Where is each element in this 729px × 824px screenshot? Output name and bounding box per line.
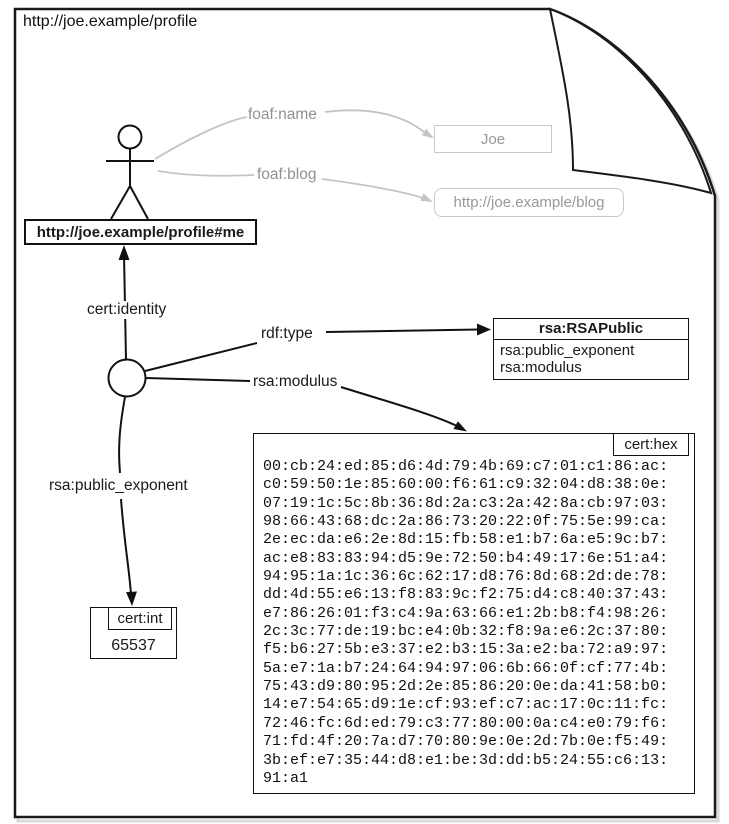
document-uri-label: http://joe.example/profile [23, 13, 198, 30]
rsa-class-title: rsa:RSAPublic [494, 319, 688, 340]
foaf-name-arrowhead-icon [421, 128, 434, 139]
cert-int-datatype-tag: cert:int [108, 607, 172, 630]
cert-hex-datatype-tag: cert:hex [613, 433, 689, 456]
rsa-public-exponent-label: rsa:public_exponent [46, 477, 191, 495]
page-curl-flap [548, 7, 713, 195]
rdf-type-label: rdf:type [261, 325, 313, 342]
foaf-blog-edge [157, 170, 424, 199]
foaf-name-label: foaf:name [248, 106, 317, 123]
rsa-class-row-exponent: rsa:public_exponent [500, 342, 635, 359]
exponent-literal-box: cert:int 65537 [90, 607, 177, 659]
cert-identity-arrowhead-icon [118, 245, 130, 260]
blank-node-circle [107, 358, 147, 398]
name-literal-box: Joe [434, 125, 552, 153]
foaf-blog-arrowhead-icon [420, 193, 433, 202]
rdf-type-arrowhead-icon [477, 323, 491, 336]
person-uri-box: http://joe.example/profile#me [24, 219, 257, 245]
rsa-class-rows: rsa:public_exponent rsa:modulus [494, 340, 688, 379]
rsa-class-box: rsa:RSAPublic rsa:public_exponent rsa:mo… [493, 318, 689, 380]
rsa-class-row-modulus: rsa:modulus [500, 359, 582, 376]
stick-figure-icon [106, 124, 154, 220]
rsa-modulus-label: rsa:modulus [253, 373, 338, 390]
modulus-literal-box: cert:hex 00:cb:24:ed:85:d6:4d:79:4b:69:c… [253, 433, 695, 794]
blog-literal-box: http://joe.example/blog [434, 188, 624, 217]
cert-identity-label: cert:identity [84, 301, 170, 319]
rsa-public-exponent-arrowhead-icon [126, 591, 137, 606]
exponent-value: 65537 [111, 637, 156, 654]
foaf-blog-label: foaf:blog [257, 166, 317, 183]
foaf-name-edge [154, 109, 425, 160]
rsa-modulus-arrowhead-icon [453, 421, 467, 432]
rdf-type-edge [144, 328, 480, 372]
rsa-modulus-edge [145, 377, 458, 427]
rsa-public-exponent-edge [118, 396, 132, 595]
modulus-hex-value: 00:cb:24:ed:85:d6:4d:79:4b:69:c7:01:c1:8… [263, 458, 669, 787]
